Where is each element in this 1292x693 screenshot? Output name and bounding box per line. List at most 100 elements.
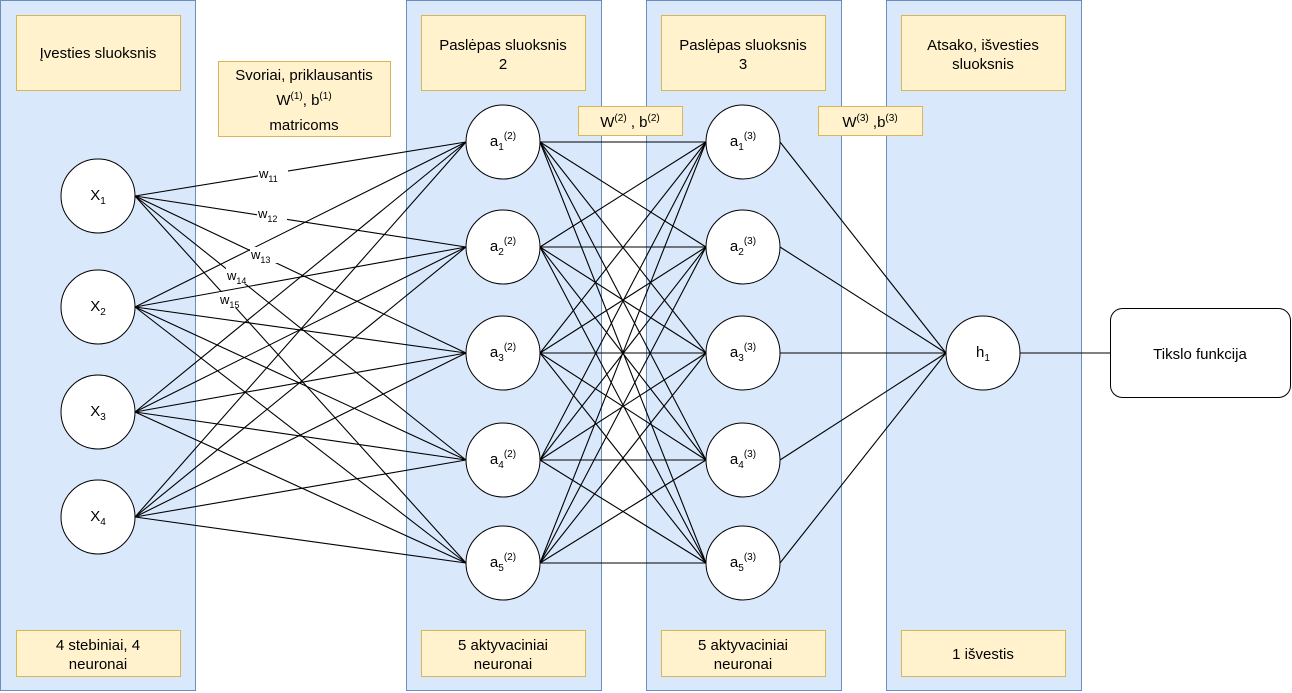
edge-x3-a5 xyxy=(134,411,467,564)
input-layer-column xyxy=(0,0,196,691)
svg-text:Svoriai, priklausantis: Svoriai, priklausantis xyxy=(235,67,373,84)
svg-text:1 išvestis: 1 išvestis xyxy=(952,646,1014,663)
svg-text:5 aktyvaciniai: 5 aktyvaciniai xyxy=(698,637,788,654)
edge-x4-a4 xyxy=(134,459,467,518)
edge-a25-a31 xyxy=(539,141,707,564)
edge-x3-a1 xyxy=(134,141,467,413)
svg-text:neuronai: neuronai xyxy=(474,656,532,673)
svg-text:a2(3): a2(3) xyxy=(730,236,756,258)
svg-text:Įvesties sluoksnis: Įvesties sluoksnis xyxy=(40,45,157,62)
edge-a35-h1 xyxy=(779,352,947,564)
svg-text:3: 3 xyxy=(739,56,747,73)
hidden-layer-3-footer: 5 aktyvaciniai neuronai xyxy=(661,630,826,677)
svg-text:W(3) ,b(3): W(3) ,b(3) xyxy=(842,113,897,131)
hidden2-node-a5: a5(2) xyxy=(465,525,541,601)
svg-text:4 stebiniai, 4: 4 stebiniai, 4 xyxy=(56,637,140,654)
hidden3-node-a1: a1(3) xyxy=(705,104,781,180)
svg-text:X3: X3 xyxy=(90,403,106,423)
edge-x4-a5 xyxy=(134,516,467,564)
weights-note-w2: W(2) , b(2) xyxy=(578,106,683,136)
edge-x1-a1 xyxy=(134,141,467,197)
edge-x2-a4 xyxy=(134,306,467,461)
hidden3-node-a4: a4(3) xyxy=(705,422,781,498)
edge-x1-a3 xyxy=(134,195,467,354)
svg-text:Tikslo funkcija: Tikslo funkcija xyxy=(1153,346,1247,363)
input-layer-footer: 4 stebiniai, 4 neuronai xyxy=(16,630,181,677)
hidden2-node-a3: a3(2) xyxy=(465,315,541,391)
edge-label-w13: w13 xyxy=(250,247,280,265)
hidden2-node-a2: a2(2) xyxy=(465,209,541,285)
edge-label-w14: w14 xyxy=(226,268,256,286)
target-function-box: Tikslo funkcija xyxy=(1110,308,1291,398)
svg-text:h1: h1 xyxy=(976,344,990,364)
svg-text:sluoksnis: sluoksnis xyxy=(952,56,1014,73)
svg-text:Atsako, išvesties: Atsako, išvesties xyxy=(927,37,1039,54)
svg-text:a1(3): a1(3) xyxy=(730,131,756,153)
input-node-x4: X4 xyxy=(60,479,136,555)
weights-note-formula: W(1), b(1) xyxy=(276,91,331,109)
input-node-x3: X3 xyxy=(60,374,136,450)
svg-text:w13: w13 xyxy=(250,247,270,265)
hidden3-node-a3: a3(3) xyxy=(705,315,781,391)
edge-x4-a1 xyxy=(134,141,467,518)
weights-note-w1: Svoriai, priklausantis W(1), b(1) matric… xyxy=(218,61,391,137)
svg-text:a5(2): a5(2) xyxy=(490,552,516,574)
weights-note-w3: W(3) ,b(3) xyxy=(818,106,923,136)
hidden3-node-a2: a2(3) xyxy=(705,209,781,285)
svg-text:X1: X1 xyxy=(90,187,106,207)
svg-text:Paslėpas sluoksnis: Paslėpas sluoksnis xyxy=(439,37,567,54)
edge-a22-a31 xyxy=(539,141,707,248)
svg-text:a2(2): a2(2) xyxy=(490,236,516,258)
edge-a23-a31 xyxy=(539,141,707,354)
hidden2-node-a1: a1(2) xyxy=(465,104,541,180)
edge-a25-a33 xyxy=(539,352,707,564)
hidden-layer-2-title: Paslėpas sluoksnis 2 xyxy=(421,15,586,91)
svg-text:2: 2 xyxy=(499,56,507,73)
edge-x2-a1 xyxy=(134,141,467,308)
svg-text:neuronai: neuronai xyxy=(69,656,127,673)
edge-a31-h1 xyxy=(779,141,947,354)
svg-text:W(2) , b(2): W(2) , b(2) xyxy=(600,113,660,131)
svg-text:w15: w15 xyxy=(219,292,239,310)
edge-label-w15: w15 xyxy=(219,292,249,310)
edge-label-w11: w11 xyxy=(258,165,288,184)
svg-text:Paslėpas sluoksnis: Paslėpas sluoksnis xyxy=(679,37,807,54)
svg-text:a5(3): a5(3) xyxy=(730,552,756,574)
svg-text:matricoms: matricoms xyxy=(269,117,338,134)
edge-x1-a5 xyxy=(134,195,467,564)
hidden2-node-a4: a4(2) xyxy=(465,422,541,498)
hidden3-node-a5: a5(3) xyxy=(705,525,781,601)
svg-text:a1(2): a1(2) xyxy=(490,131,516,153)
edge-x4-a3 xyxy=(134,352,467,518)
svg-text:X4: X4 xyxy=(90,508,106,528)
output-layer-title: Atsako, išvesties sluoksnis xyxy=(901,15,1066,91)
svg-text:X2: X2 xyxy=(90,298,106,318)
edge-a24-a31 xyxy=(539,141,707,461)
edge-a25-a34 xyxy=(539,459,707,564)
edge-x3-a4 xyxy=(134,411,467,461)
svg-text:neuronai: neuronai xyxy=(714,656,772,673)
connections xyxy=(134,141,1110,564)
svg-text:a3(3): a3(3) xyxy=(730,342,756,364)
edge-a24-a33 xyxy=(539,352,707,461)
svg-text:w12: w12 xyxy=(257,206,277,224)
edge-a25-a32 xyxy=(539,246,707,564)
hidden-layer-2-footer: 5 aktyvaciniai neuronai xyxy=(421,630,586,677)
edge-x4-a2 xyxy=(134,246,467,518)
svg-text:a4(2): a4(2) xyxy=(490,449,516,471)
edge-x1-a2 xyxy=(134,195,467,248)
svg-text:5 aktyvaciniai: 5 aktyvaciniai xyxy=(458,637,548,654)
output-layer-footer: 1 išvestis xyxy=(901,630,1066,677)
edge-x1-a4 xyxy=(134,195,467,461)
input-node-x1: X1 xyxy=(60,158,136,234)
edge-a34-h1 xyxy=(779,352,947,461)
input-layer-title: Įvesties sluoksnis xyxy=(16,15,181,91)
hidden-layer-3-title: Paslėpas sluoksnis 3 xyxy=(661,15,826,91)
svg-text:w14: w14 xyxy=(226,268,246,286)
edge-a32-h1 xyxy=(779,246,947,354)
edge-label-w12: w12 xyxy=(257,206,287,224)
svg-text:w11: w11 xyxy=(258,166,278,184)
output-node-h1: h1 xyxy=(945,315,1021,391)
svg-text:a3(2): a3(2) xyxy=(490,342,516,364)
